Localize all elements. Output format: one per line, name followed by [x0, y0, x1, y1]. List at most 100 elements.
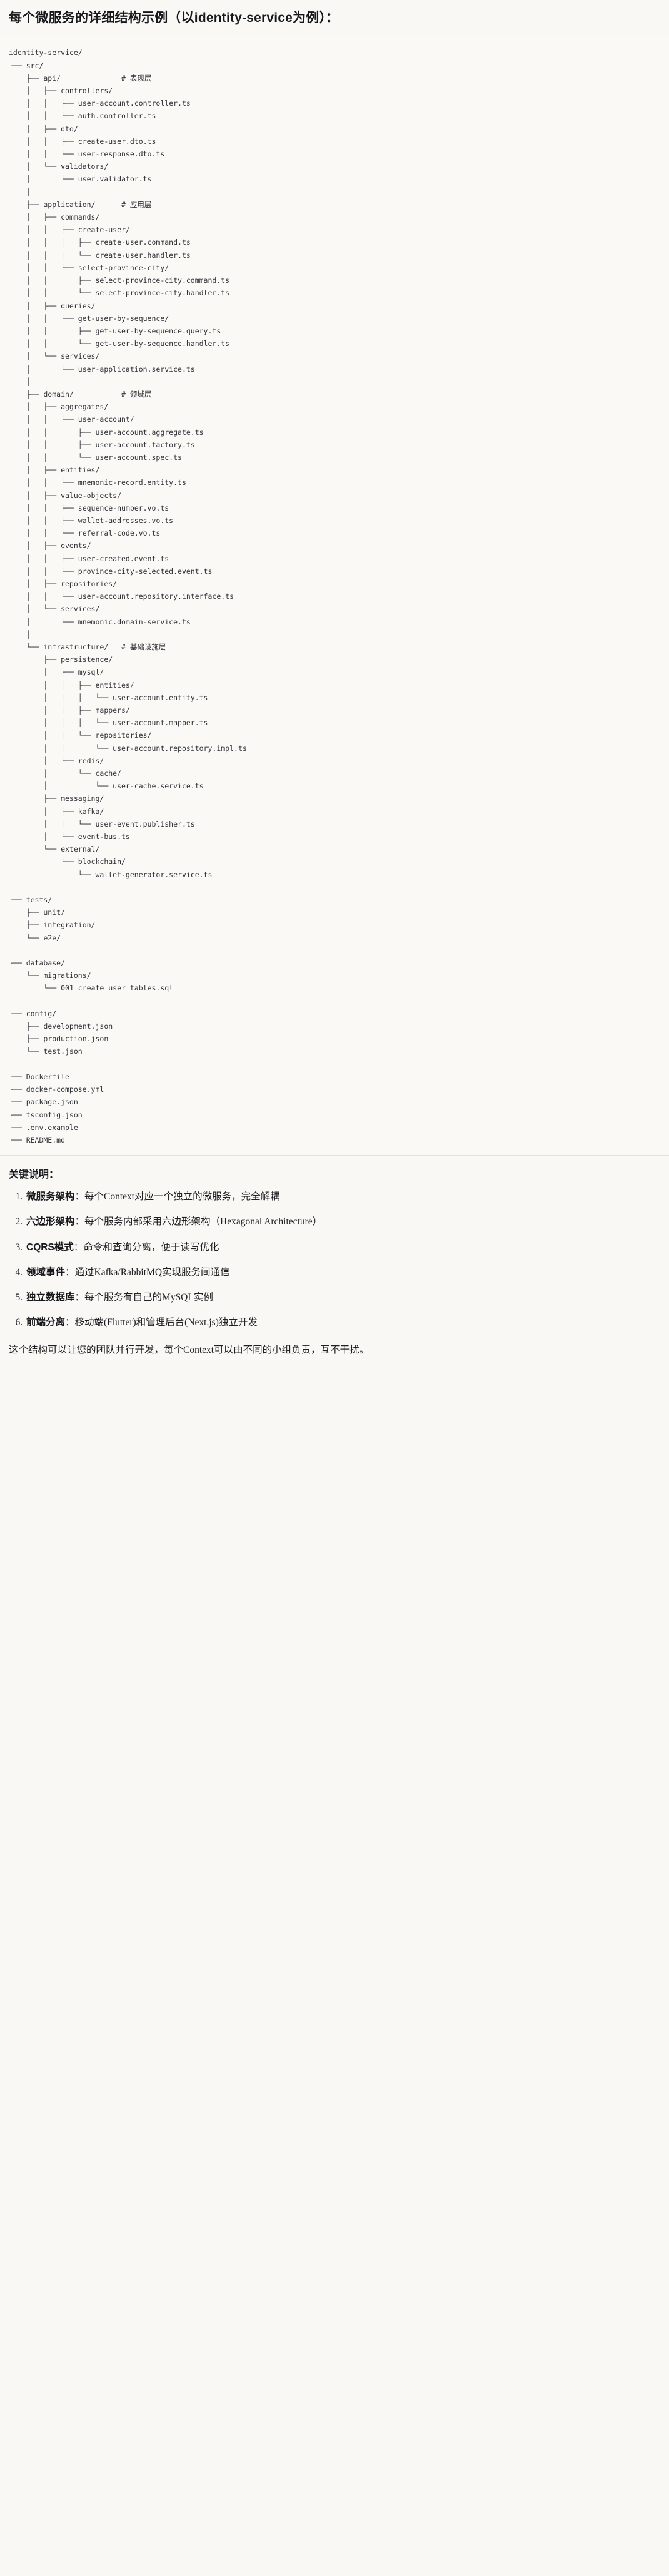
- tree-line: │ └── infrastructure/ # 基础设施层: [9, 642, 166, 651]
- key-note-description: 通过Kafka/RabbitMQ实现服务间通信: [74, 1266, 230, 1278]
- tree-line: │ │ │ ├── user-account.aggregate.ts: [9, 427, 204, 437]
- key-note-term: 领域事件: [26, 1266, 66, 1278]
- tree-line: │: [9, 996, 13, 1005]
- tree-line: │ └── wallet-generator.service.ts: [9, 870, 213, 879]
- tree-line: │: [9, 882, 13, 892]
- tree-line: ├── .env.example: [9, 1123, 78, 1132]
- tree-line: │ └── blockchain/: [9, 857, 126, 867]
- tree-line: │ │ └── user-application.service.ts: [9, 364, 195, 374]
- tree-line: │ │ │ └── repositories/: [9, 731, 152, 740]
- tree-line: │ │ ├── aggregates/: [9, 402, 109, 412]
- key-note-separator: ：: [74, 1292, 85, 1303]
- tree-line: │: [9, 945, 13, 955]
- tree-line: │ │ └── services/: [9, 352, 100, 361]
- tree-line: │ │ │ └── user-account.spec.ts: [9, 452, 182, 462]
- tree-line: │ ├── messaging/: [9, 794, 104, 803]
- tree-line: │ │ │ └── user-response.dto.ts: [9, 150, 165, 159]
- tree-line: │ │ ├── repositories/: [9, 579, 118, 588]
- closing-paragraph: 这个结构可以让您的团队并行开发，每个Context可以由不同的小组负责，互不干扰…: [9, 1344, 370, 1355]
- tree-line: │ └── external/: [9, 845, 100, 854]
- tree-line: │ ├── integration/: [9, 920, 96, 930]
- tree-line: │ │ ├── kafka/: [9, 807, 104, 816]
- tree-line: identity-service/: [9, 48, 83, 58]
- tree-line: │ │ │ │ ├── create-user.command.ts: [9, 238, 191, 247]
- key-note-item: 微服务架构：每个Context对应一个独立的微服务，完全解耦: [25, 1189, 660, 1204]
- tree-line: │ └── migrations/: [9, 971, 91, 980]
- tree-line: │ │ │ └── get-user-by-sequence.handler.t…: [9, 339, 230, 349]
- tree-line: │ ├── persistence/: [9, 655, 113, 664]
- tree-line: ├── config/: [9, 1009, 57, 1018]
- key-note-term: 前端分离: [26, 1317, 66, 1328]
- tree-line: │ │ │ ├── user-created.event.ts: [9, 554, 169, 563]
- tree-line: │ │ │ │ └── user-account.mapper.ts: [9, 718, 208, 728]
- page-title: 每个微服务的详细结构示例（以identity-service为例）：: [9, 11, 340, 25]
- directory-tree: identity-service/ ├── src/ │ ├── api/ # …: [9, 46, 660, 1146]
- tree-line: │: [9, 1059, 13, 1069]
- tree-line: ├── tests/: [9, 895, 53, 905]
- tree-line: ├── Dockerfile: [9, 1072, 69, 1081]
- tree-line: ├── docker-compose.yml: [9, 1085, 104, 1094]
- tree-line-comment: # 领域层: [121, 389, 152, 399]
- tree-line: │ │ ├── events/: [9, 541, 91, 551]
- tree-line: ├── database/: [9, 959, 66, 968]
- tree-line: ├── src/: [9, 61, 44, 70]
- key-note-description: 每个Context对应一个独立的微服务，完全解耦: [84, 1191, 280, 1203]
- tree-line: │ │ ├── commands/: [9, 213, 100, 222]
- key-notes-list: 微服务架构：每个Context对应一个独立的微服务，完全解耦六边形架构：每个服务…: [9, 1189, 660, 1330]
- tree-line: │ │ ├── dto/: [9, 124, 78, 133]
- tree-line: │ │ │ └── user-event.publisher.ts: [9, 819, 195, 828]
- tree-line: │ │ │ ├── get-user-by-sequence.query.ts: [9, 326, 221, 335]
- tree-line: │ │ │ ├── create-user/: [9, 225, 130, 235]
- tree-line: │ │ ├── entities/: [9, 466, 100, 475]
- tree-divider: [0, 1155, 669, 1156]
- tree-line: │ │ └── event-bus.ts: [9, 832, 130, 842]
- tree-line: │ │ │ ├── create-user.dto.ts: [9, 136, 156, 146]
- tree-line-comment: # 表现层: [121, 73, 152, 83]
- key-note-term: CQRS模式: [26, 1241, 74, 1253]
- tree-line: │ │: [9, 629, 31, 639]
- key-note-separator: ：: [65, 1317, 75, 1328]
- tree-line: │ │ └── redis/: [9, 756, 104, 765]
- tree-line: │ │ │ └── mnemonic-record.entity.ts: [9, 478, 186, 487]
- key-note-term: 六边形架构: [26, 1216, 75, 1228]
- tree-line: │ │ ├── value-objects/: [9, 491, 122, 500]
- key-note-separator: ：: [74, 1191, 85, 1203]
- tree-line: ├── tsconfig.json: [9, 1110, 83, 1119]
- document-page: 每个微服务的详细结构示例（以identity-service为例）： ident…: [0, 0, 669, 1372]
- tree-line: │ ├── development.json: [9, 1022, 113, 1031]
- tree-line: │ │: [9, 377, 31, 386]
- tree-line: └── README.md: [9, 1135, 66, 1144]
- key-note-separator: ：: [65, 1266, 75, 1278]
- key-note-description: 每个服务有自己的MySQL实例: [84, 1292, 213, 1303]
- key-note-term: 微服务架构: [26, 1191, 75, 1203]
- tree-line: │ │ └── user.validator.ts: [9, 175, 152, 184]
- tree-line: │ ├── api/ # 表现层: [9, 73, 152, 83]
- key-note-term: 独立数据库: [26, 1292, 75, 1303]
- key-note-description: 移动端(Flutter)和管理后台(Next.js)独立开发: [74, 1317, 258, 1328]
- tree-line: │ │ │ └── user-account.repository.interf…: [9, 592, 234, 601]
- tree-line: │ │ │ └── user-account.repository.impl.t…: [9, 743, 247, 753]
- tree-line: │ │ │ │ └── create-user.handler.ts: [9, 250, 191, 260]
- key-note-description: 每个服务内部采用六边形架构（Hexagonal Architecture）: [84, 1216, 323, 1228]
- tree-line: │ ├── production.json: [9, 1034, 109, 1044]
- tree-line: │ │ └── mnemonic.domain-service.ts: [9, 617, 191, 626]
- key-note-item: 六边形架构：每个服务内部采用六边形架构（Hexagonal Architectu…: [25, 1214, 660, 1229]
- tree-line: │ └── test.json: [9, 1047, 83, 1056]
- directory-tree-block: identity-service/ ├── src/ │ ├── api/ # …: [0, 36, 669, 1156]
- tree-line: ├── package.json: [9, 1097, 78, 1107]
- tree-line: │ │ │ ├── select-province-city.command.t…: [9, 276, 230, 285]
- tree-line: │ │ │ ├── entities/: [9, 680, 134, 690]
- tree-line: │ │ ├── mysql/: [9, 668, 104, 677]
- tree-line: │ ├── application/ # 应用层: [9, 200, 152, 209]
- tree-line: │ │ │ └── get-user-by-sequence/: [9, 313, 169, 323]
- tree-line: │ │ │ ├── user-account.controller.ts: [9, 99, 191, 108]
- tree-line: │ │ │ ├── sequence-number.vo.ts: [9, 503, 169, 512]
- tree-line: │ │ │ ├── mappers/: [9, 706, 130, 715]
- tree-line: │ ├── unit/: [9, 908, 66, 917]
- tree-line: │ │ │ └── select-province-city/: [9, 263, 169, 272]
- tree-line-comment: # 应用层: [121, 200, 152, 209]
- tree-line: │ │ │ └── select-province-city.handler.t…: [9, 288, 230, 298]
- tree-line: │ │ └── services/: [9, 604, 100, 614]
- tree-line: │ │ │ └── auth.controller.ts: [9, 111, 156, 121]
- tree-line: │ │: [9, 187, 31, 196]
